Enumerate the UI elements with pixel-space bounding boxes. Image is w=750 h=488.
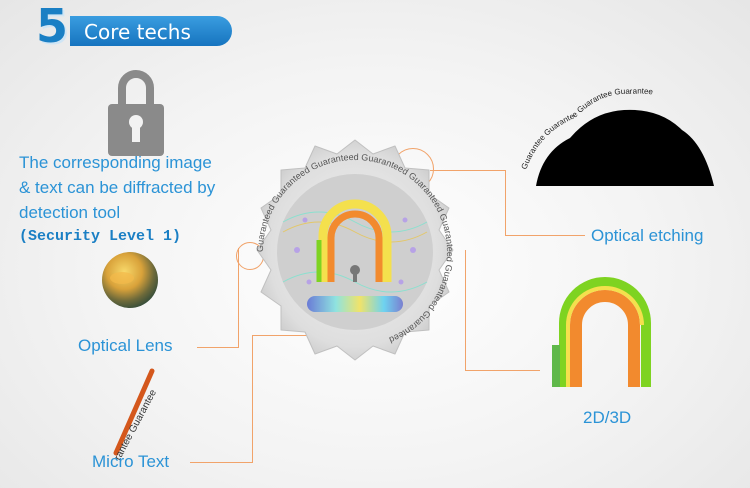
callout-line <box>252 335 253 463</box>
label-optical-etching: Optical etching <box>591 226 704 245</box>
section-title: Core techs <box>84 20 191 44</box>
callout-line <box>505 170 506 235</box>
optical-lens-icon <box>102 252 158 308</box>
callout-line <box>252 335 312 336</box>
callout-line <box>505 235 585 236</box>
title-banner <box>70 16 232 46</box>
callout-line <box>197 347 238 348</box>
security-level: (Security Level 1) <box>19 228 182 245</box>
etched-cloud-shape: Guarantee Guarantee Guarantee Guarantee <box>520 86 714 186</box>
lock-icon <box>108 70 164 156</box>
lock-hologram-2d3d-icon <box>552 277 651 387</box>
description-line-1: The corresponding image <box>19 153 212 172</box>
label-2d3d: 2D/3D <box>583 408 632 427</box>
description-line-2: & text can be diffracted by <box>19 178 216 197</box>
callout-line <box>465 370 540 371</box>
callout-line <box>430 170 505 171</box>
label-optical-lens: Optical Lens <box>78 336 173 355</box>
callout-line <box>465 250 466 370</box>
callout-line <box>238 248 239 348</box>
callout-line <box>190 462 252 463</box>
micro-text-strip: rantee Guarantee <box>113 368 160 460</box>
micro-text-sample: rantee Guarantee <box>113 388 160 460</box>
description-line-3: detection tool <box>19 203 121 222</box>
label-micro-text: Micro Text <box>92 452 170 471</box>
hologram-seal: Guaranteed Guaranteed Guaranteed Guarant… <box>255 139 455 361</box>
step-number: 5 <box>36 0 69 53</box>
